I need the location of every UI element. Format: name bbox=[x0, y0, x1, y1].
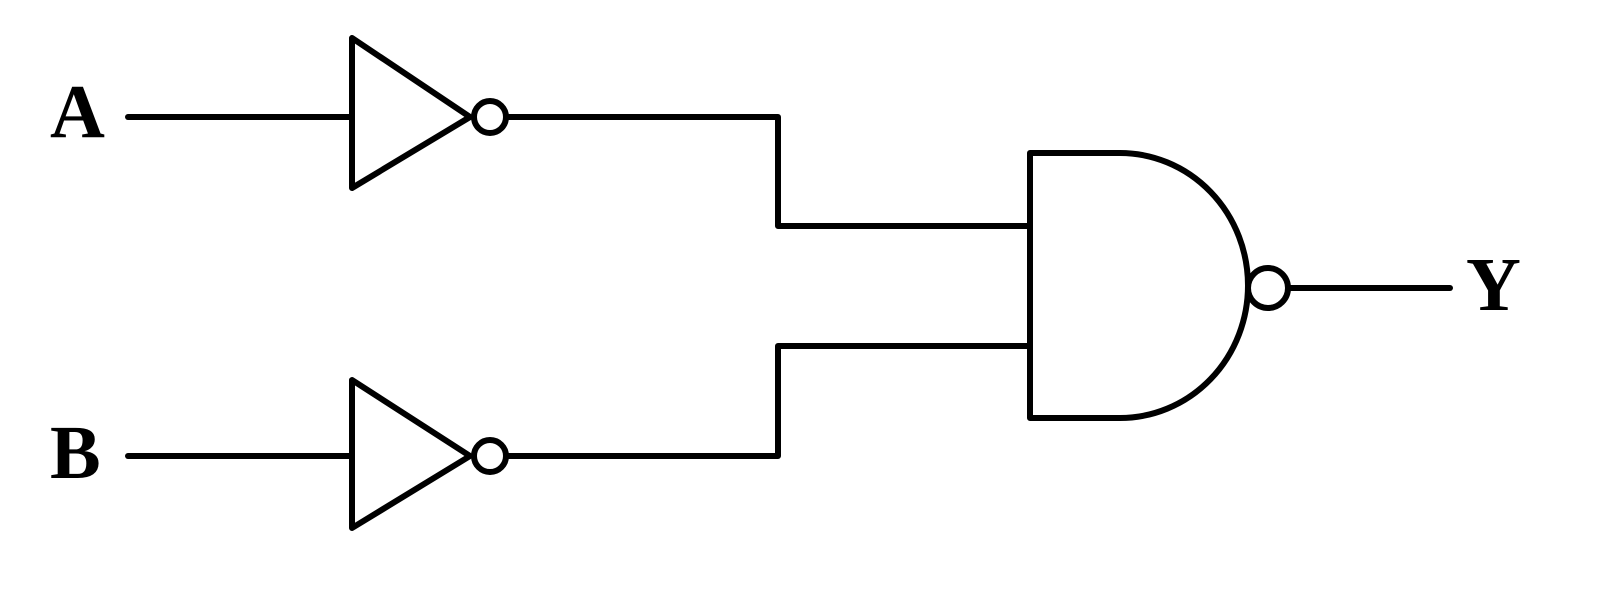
input-label-b: B bbox=[50, 411, 101, 495]
not-gate-a-triangle bbox=[349, 35, 473, 191]
nand-gate-bubble bbox=[1245, 265, 1291, 311]
nand-gate bbox=[1027, 150, 1291, 421]
nand-gate-body bbox=[1027, 150, 1251, 421]
not-gate-b bbox=[349, 377, 509, 531]
not-gate-a bbox=[349, 35, 509, 191]
wire-not-a-to-nand bbox=[505, 114, 1033, 229]
wire-not-b-to-nand bbox=[505, 343, 1033, 459]
output-label-y: Y bbox=[1466, 243, 1521, 327]
not-gate-a-bubble bbox=[471, 98, 509, 136]
input-label-a: A bbox=[50, 70, 105, 154]
not-gate-b-triangle bbox=[349, 377, 473, 531]
not-gate-b-bubble bbox=[471, 437, 509, 475]
